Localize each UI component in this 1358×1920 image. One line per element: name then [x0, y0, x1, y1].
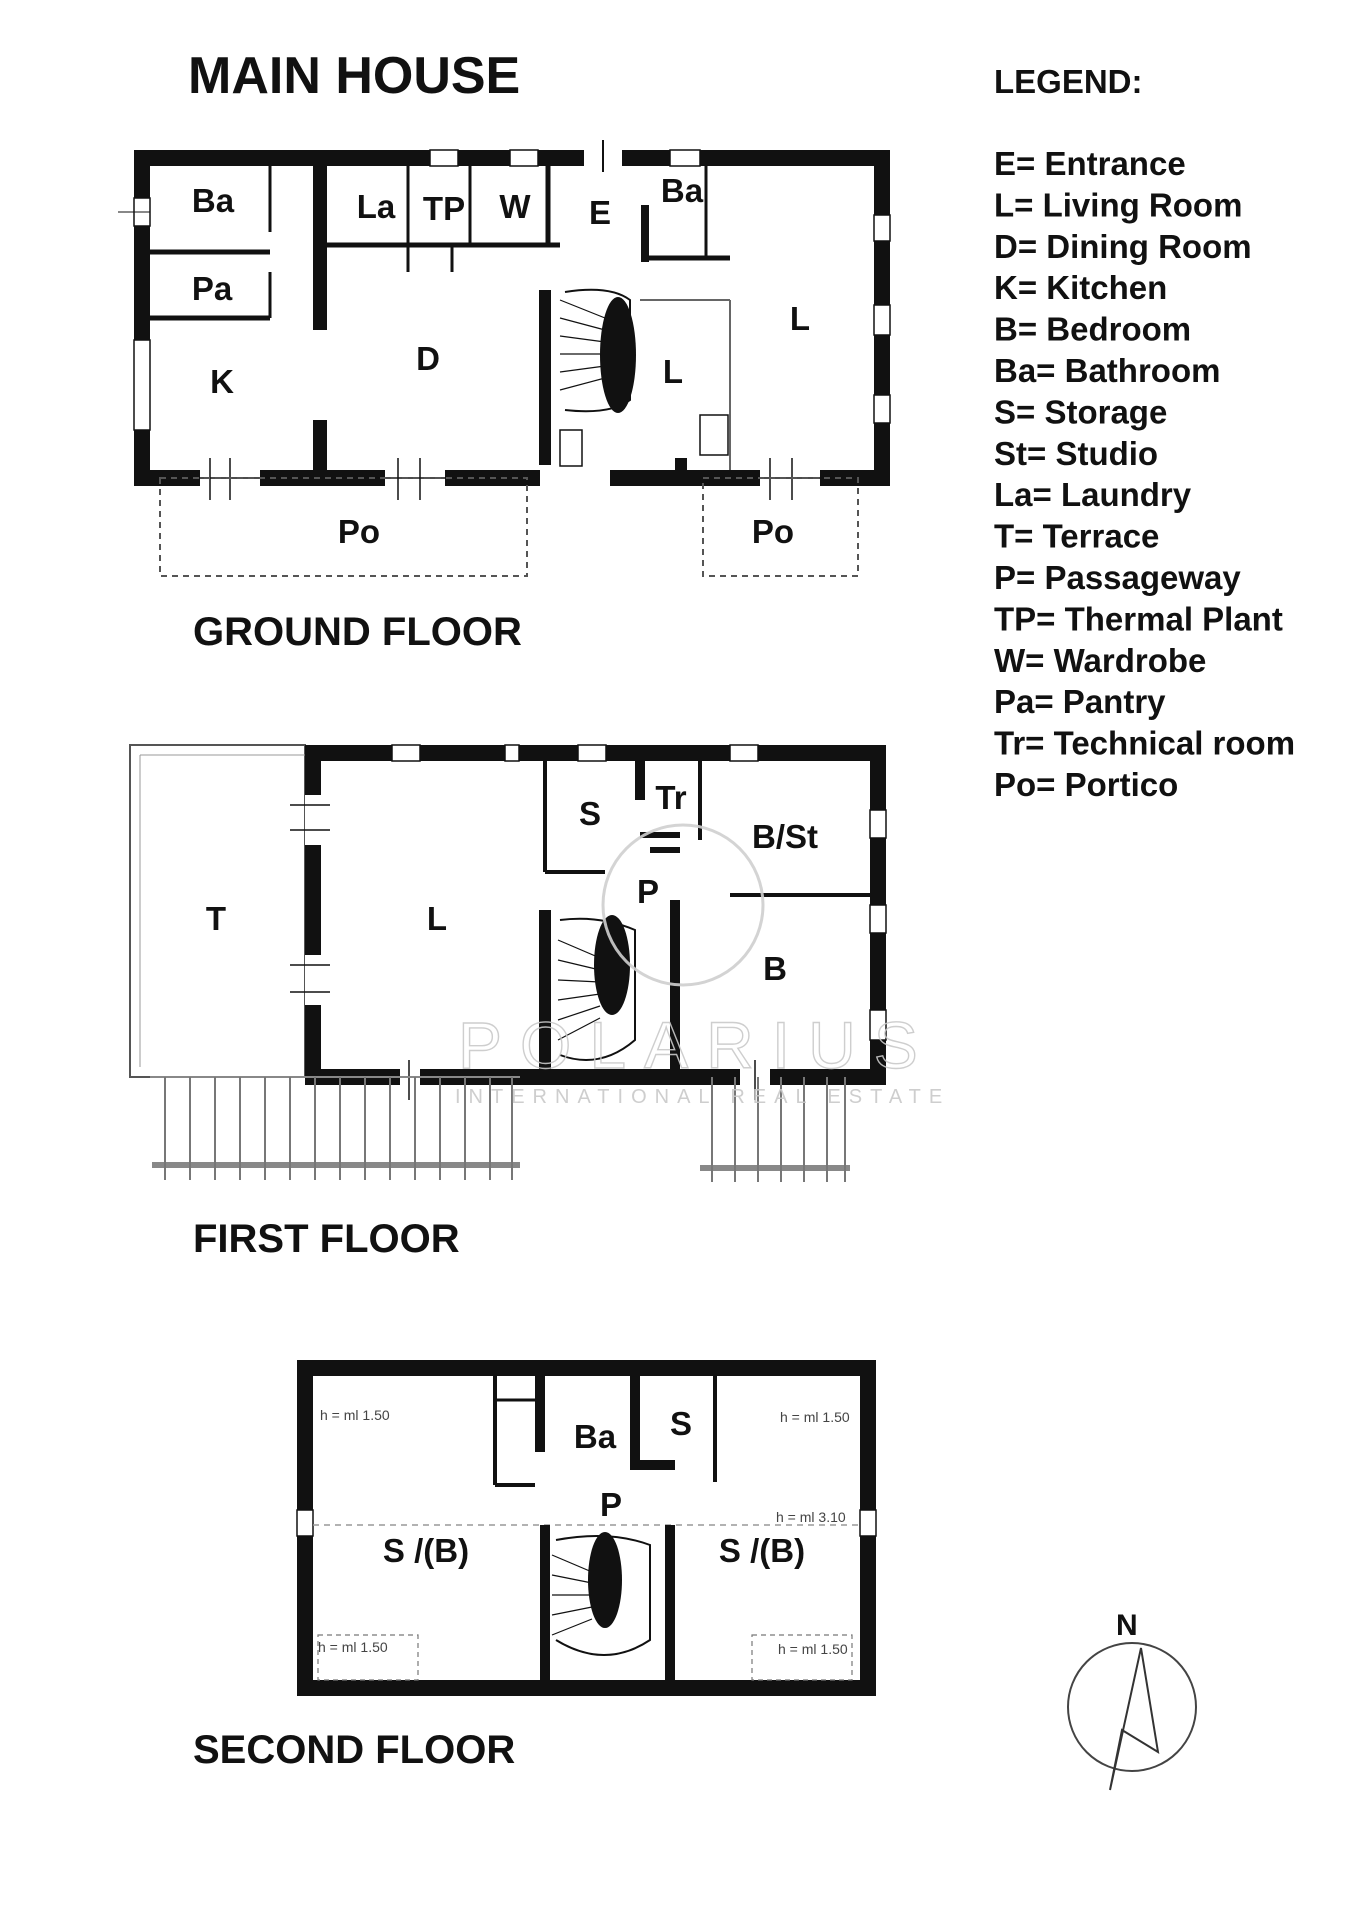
room-label: B/St — [752, 818, 818, 855]
room-label: S /(B) — [383, 1532, 469, 1569]
north-arrow-icon: N — [1067, 1609, 1197, 1791]
room-label: P — [637, 873, 659, 910]
legend-item: K= Kitchen — [994, 269, 1167, 306]
room-label: K — [210, 363, 234, 400]
compass-label: N — [1116, 1609, 1138, 1642]
ground-floor-plan: Ba La TP W E Ba Pa L D K L Po Po — [118, 140, 891, 577]
room-label: E — [589, 194, 611, 231]
legend-item: TP= Thermal Plant — [994, 600, 1283, 637]
legend: LEGEND: E= Entrance L= Living Room D= Dini… — [994, 63, 1295, 803]
room-label: L — [663, 353, 683, 390]
legend-item: D= Dining Room — [994, 228, 1252, 265]
room-label: Ba — [661, 172, 704, 209]
legend-item: E= Entrance — [994, 145, 1186, 182]
room-label: Ba — [192, 182, 235, 219]
watermark-brand: POLARIUS — [458, 1008, 936, 1082]
room-label: S /(B) — [719, 1532, 805, 1569]
watermark-tagline: INTERNATIONAL REAL ESTATE — [455, 1086, 950, 1108]
floor-title: FIRST FLOOR — [193, 1217, 460, 1261]
room-label: D — [416, 340, 440, 377]
room-label: Po — [752, 513, 794, 550]
legend-item: Po= Portico — [994, 766, 1178, 803]
legend-item: Pa= Pantry — [994, 683, 1166, 720]
room-label: L — [427, 900, 447, 937]
height-note: h = ml 3.10 — [776, 1509, 846, 1525]
legend-item: S= Storage — [994, 393, 1167, 430]
first-floor-plan: S Tr B/St P T L B — [129, 744, 887, 1182]
height-note: h = ml 1.50 — [778, 1641, 848, 1657]
second-floor-plan: h = ml 1.50 h = ml 1.50 h = ml 3.10 h = … — [296, 1360, 877, 1696]
room-label: Tr — [655, 779, 686, 816]
floor-title: SECOND FLOOR — [193, 1728, 515, 1772]
room-label: Ba — [574, 1418, 617, 1455]
height-note: h = ml 1.50 — [320, 1407, 390, 1423]
legend-item: B= Bedroom — [994, 311, 1191, 348]
legend-item: W= Wardrobe — [994, 642, 1206, 679]
height-note: h = ml 1.50 — [318, 1639, 388, 1655]
room-label: TP — [423, 190, 465, 227]
room-label: Pa — [192, 270, 233, 307]
legend-item: Ba= Bathroom — [994, 352, 1220, 389]
legend-item: L= Living Room — [994, 186, 1242, 223]
room-label: T — [206, 900, 226, 937]
room-label: S — [670, 1405, 692, 1442]
legend-item: P= Passageway — [994, 559, 1241, 596]
legend-item: T= Terrace — [994, 518, 1159, 555]
room-label: L — [790, 300, 810, 337]
room-label: W — [499, 188, 531, 225]
watermark: POLARIUS INTERNATIONAL REAL ESTATE — [455, 823, 950, 1108]
legend-item: Tr= Technical room — [994, 725, 1295, 762]
room-label: S — [579, 795, 601, 832]
room-label: Po — [338, 513, 380, 550]
height-note: h = ml 1.50 — [780, 1409, 850, 1425]
room-label: La — [357, 188, 396, 225]
floor-title: GROUND FLOOR — [193, 610, 522, 654]
legend-item: St= Studio — [994, 435, 1158, 472]
room-label: P — [600, 1486, 622, 1523]
legend-title: LEGEND: — [994, 63, 1143, 100]
legend-item: La= Laundry — [994, 476, 1192, 513]
room-label: B — [763, 950, 787, 987]
page-title: MAIN HOUSE — [188, 47, 520, 105]
